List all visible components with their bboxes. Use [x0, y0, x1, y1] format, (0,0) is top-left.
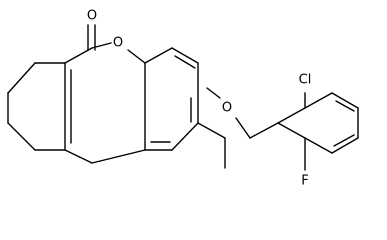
- chlorine-label: Cl: [299, 73, 312, 88]
- ether-oxygen-label: O: [222, 101, 232, 116]
- bond: [127, 49, 146, 64]
- bond: [333, 134, 355, 147]
- bond: [304, 92, 333, 109]
- bond: [235, 117, 251, 139]
- bond: [197, 122, 226, 139]
- carbonyl-oxygen-label: O: [87, 9, 97, 24]
- bond: [171, 47, 199, 64]
- fluorine-label: F: [301, 174, 308, 189]
- bond: [171, 122, 199, 151]
- bond: [206, 87, 221, 99]
- bond: [331, 137, 359, 154]
- bond: [249, 122, 279, 139]
- structure-diagram: O O O Cl F: [7, 9, 359, 189]
- bond: [335, 100, 355, 112]
- bond: [7, 62, 36, 94]
- ring-oxygen-label: O: [113, 36, 123, 51]
- bond: [64, 47, 93, 64]
- bond: [144, 47, 173, 64]
- bond: [7, 122, 36, 151]
- bond: [91, 149, 146, 164]
- bond: [277, 122, 306, 139]
- bond: [331, 92, 359, 109]
- bond: [64, 149, 93, 164]
- bond-lines: [7, 24, 359, 171]
- bond: [304, 137, 333, 154]
- bond: [277, 107, 306, 124]
- atom-labels: O O O Cl F: [87, 9, 311, 189]
- bond: [174, 55, 196, 69]
